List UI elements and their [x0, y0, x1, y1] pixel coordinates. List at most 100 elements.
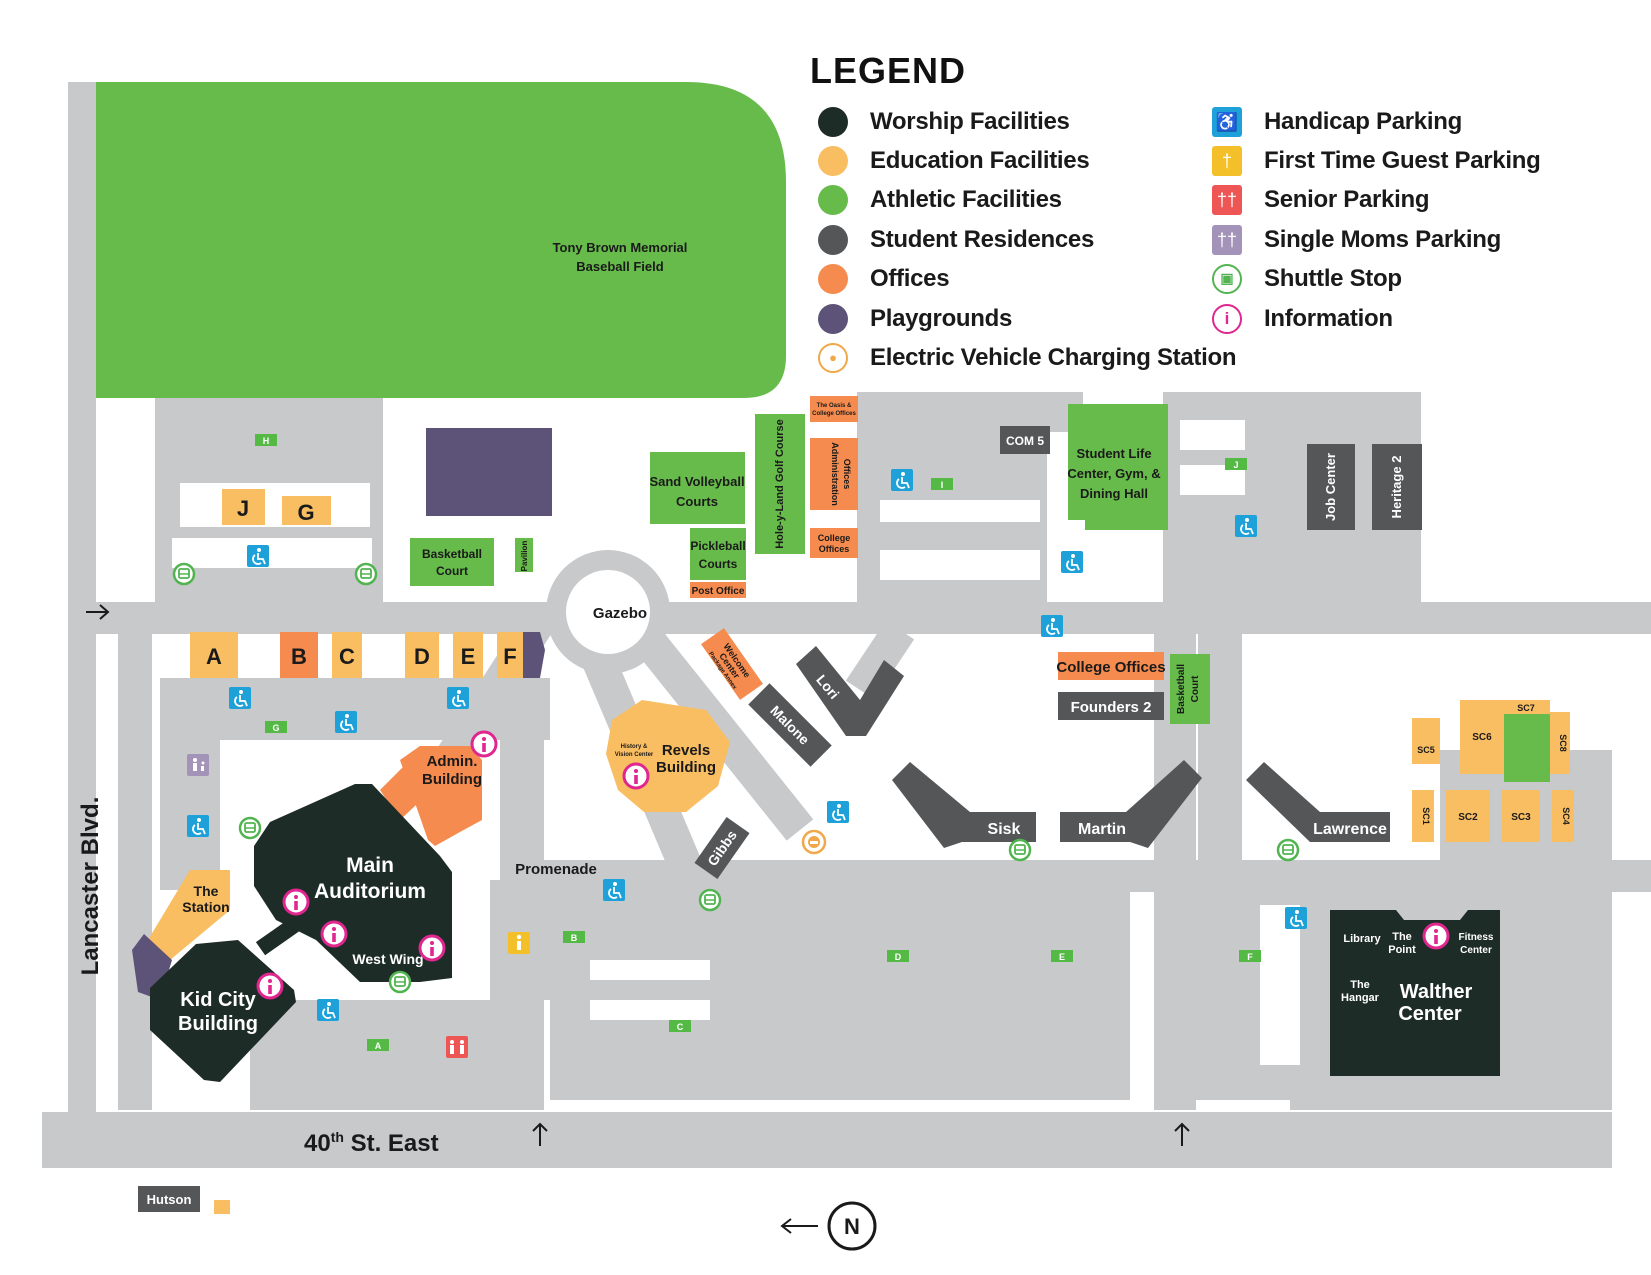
admin-offices-label-2: Offices — [842, 459, 852, 490]
svg-text:Martin: Martin — [1078, 821, 1126, 838]
arrow-right-icon — [86, 604, 110, 620]
golf-course-label: Hole-y-Land Golf Course — [774, 419, 786, 549]
legend-item-offices: Offices — [818, 260, 1236, 299]
playground — [426, 428, 552, 516]
ev-charging-icon — [801, 829, 827, 855]
gazebo-circle — [566, 570, 650, 654]
the-point-label-1: The — [1392, 931, 1412, 943]
oasis-label-1: The Oasis & — [817, 403, 852, 409]
administration-offices — [810, 438, 858, 510]
40th-st-east-label: 40th St. East — [304, 1129, 439, 1157]
hutson-education-marker — [214, 1200, 230, 1214]
color-dot-icon — [818, 303, 848, 334]
baseball-label-1: Tony Brown Memorial — [553, 240, 688, 255]
svg-text:G: G — [272, 723, 279, 733]
basketball-court-east — [1170, 654, 1210, 724]
senior-couple-icon: †† — [1212, 185, 1242, 216]
student-life-center — [1068, 404, 1168, 530]
legend-item-electric-vehicle-charging-station: ●Electric Vehicle Charging Station — [818, 338, 1237, 377]
compass: N — [780, 1201, 877, 1251]
the-hangar-label-1: The — [1350, 979, 1370, 991]
kid-city-building — [150, 940, 296, 1082]
svg-text:B: B — [571, 933, 578, 943]
the-station — [148, 870, 230, 960]
basketball-court-west — [410, 538, 494, 586]
svg-text:F: F — [503, 644, 516, 669]
heritage-2 — [1372, 444, 1422, 530]
baseball-label-2: Baseball Field — [576, 259, 663, 274]
color-dot-icon — [818, 106, 848, 137]
entrance-arrows — [86, 604, 1190, 1146]
admin-building — [400, 746, 482, 846]
senior-couple-icon — [446, 1036, 468, 1058]
color-dot-icon — [818, 264, 848, 295]
arrow-up-icon — [532, 1122, 548, 1146]
svg-text:B: B — [291, 644, 307, 669]
legend-item-worship-facilities: Worship Facilities — [818, 102, 1236, 141]
svg-text:C: C — [339, 644, 355, 669]
college-offices-label: College Offices — [1056, 659, 1165, 676]
college-offices-small — [810, 528, 858, 558]
welcome-center: Welcome Center Package Annex — [701, 628, 763, 700]
svg-text:F: F — [1247, 952, 1253, 962]
com5-label: COM 5 — [1006, 434, 1044, 448]
pickleball-label-2: Courts — [699, 557, 738, 571]
education-jg: J G — [222, 489, 331, 525]
svg-text:G: G — [297, 500, 314, 525]
legend-parking: ♿Handicap Parking†First Time Guest Parki… — [1212, 102, 1541, 338]
west-wing-label: West Wing — [352, 951, 423, 967]
college-offices-small-label-1: College — [818, 533, 851, 543]
walther-label-2: Center — [1398, 1003, 1462, 1025]
job-center — [1307, 444, 1355, 530]
founders-2 — [1058, 692, 1164, 720]
compass-n-label: N — [844, 1214, 860, 1239]
the-station-label-2: Station — [182, 899, 229, 915]
svg-text:SC2: SC2 — [1458, 812, 1478, 823]
svg-text:SC5: SC5 — [1417, 745, 1435, 755]
the-hangar-label-2: Hangar — [1341, 992, 1380, 1004]
svg-text:SC1: SC1 — [1421, 807, 1431, 825]
heritage-2-label: Heritage 2 — [1389, 456, 1404, 519]
legend-item-label: First Time Guest Parking — [1264, 147, 1541, 175]
color-dot-icon — [818, 185, 848, 216]
legend-item-label: Education Facilities — [870, 147, 1090, 175]
legend-item-athletic-facilities: Athletic Facilities — [818, 181, 1236, 220]
student-life-label-3: Dining Hall — [1080, 486, 1148, 501]
post-office-label: Post Office — [692, 586, 745, 597]
admin-offices-label-1: Administration — [830, 442, 840, 506]
svg-text:D: D — [414, 644, 430, 669]
the-station-label-1: The — [194, 883, 219, 899]
legend-item-student-residences: Student Residences — [818, 220, 1236, 259]
job-center-label: Job Center — [1323, 453, 1338, 521]
svg-text:Sisk: Sisk — [988, 821, 1021, 838]
kid-city-label-2: Building — [178, 1013, 258, 1035]
legend-item-senior-parking: ††Senior Parking — [1212, 181, 1540, 220]
guest-person-icon — [508, 932, 530, 954]
com5 — [1000, 426, 1050, 454]
svg-text:D: D — [895, 952, 902, 962]
bus-icon: ▣ — [1212, 264, 1242, 295]
oasis-college-offices — [810, 396, 858, 422]
revels-label-2: Building — [656, 759, 716, 776]
legend-item-shuttle-stop: ▣Shuttle Stop — [1212, 260, 1540, 299]
main-auditorium-label-2: Auditorium — [314, 880, 426, 903]
main-auditorium — [254, 784, 452, 982]
svg-text:J: J — [1233, 460, 1238, 470]
oasis-label-2: College Offices — [812, 411, 856, 417]
ev-charging-icon: ● — [818, 343, 848, 374]
legend-item-label: Information — [1264, 304, 1393, 332]
arrow-up-icon — [1174, 1122, 1190, 1146]
pavilion-label: Pavilion — [520, 541, 529, 572]
hutson-label: Hutson — [147, 1192, 192, 1207]
pavilion — [515, 538, 533, 572]
student-life-label-1: Student Life — [1076, 446, 1151, 461]
svg-text:J: J — [237, 496, 249, 521]
arrow-left-icon — [780, 1218, 818, 1234]
promenade-label: Promenade — [515, 861, 597, 878]
legend-item-education-facilities: Education Facilities — [818, 141, 1236, 180]
baseball-field — [96, 82, 786, 398]
legend-item-playgrounds: Playgrounds — [818, 299, 1236, 338]
